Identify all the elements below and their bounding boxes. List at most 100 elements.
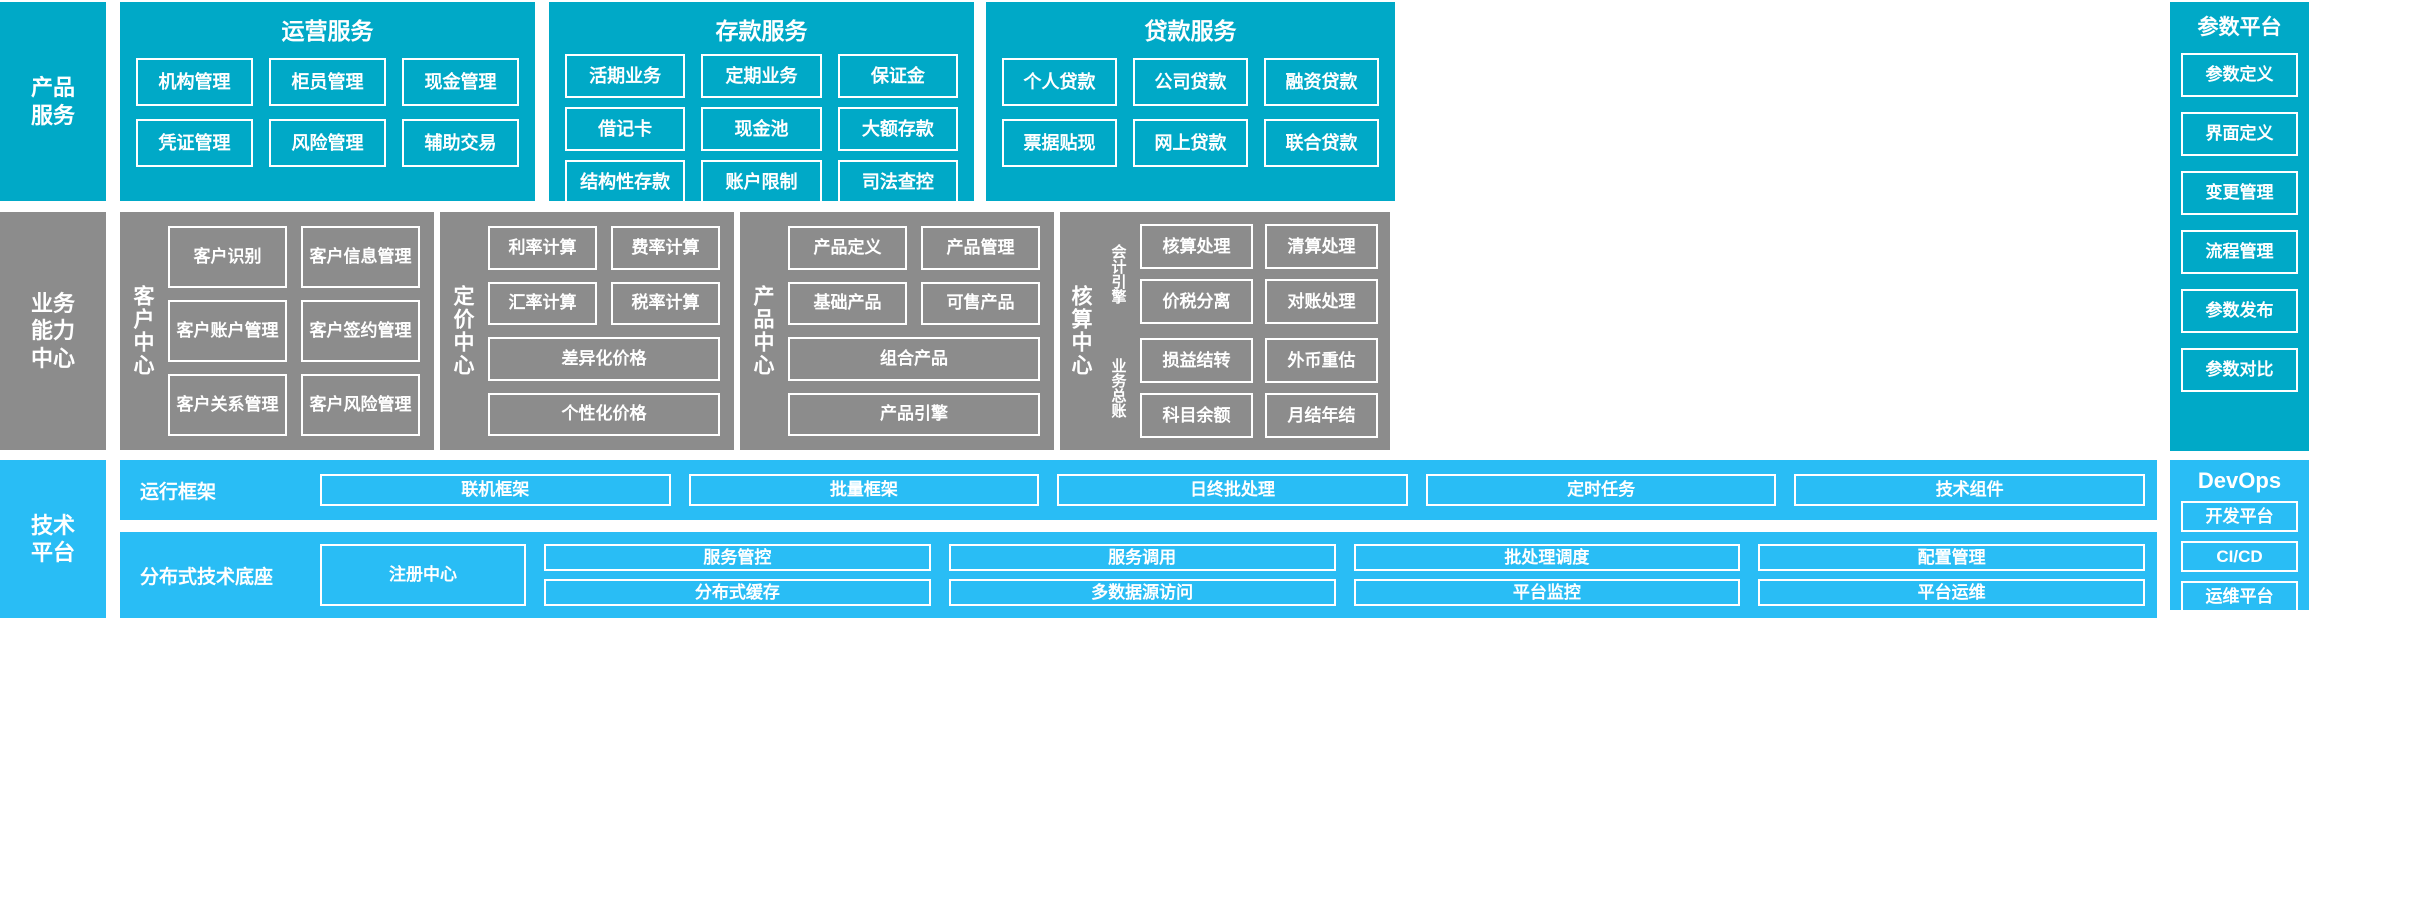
param-platform-items: 参数定义 界面定义 变更管理 流程管理 参数发布 参数对比	[2170, 41, 2309, 402]
group-loan-service: 贷款服务 个人贷款 公司贷款 融资贷款 票据贴现 网上贷款 联合贷款	[986, 2, 1395, 201]
center-product-label: 产品中心	[751, 285, 774, 377]
service-item[interactable]: 个人贷款	[1002, 58, 1117, 106]
param-platform-column: 参数平台 参数定义 界面定义 变更管理 流程管理 参数发布 参数对比	[2170, 2, 2309, 451]
center-product-items: 产品定义 产品管理 基础产品 可售产品 组合产品 产品引擎	[784, 212, 1054, 450]
group-deposit-service-title: 存款服务	[715, 18, 808, 44]
service-item[interactable]: 网上贷款	[1133, 119, 1248, 167]
tech-item[interactable]: 多数据源访问	[948, 579, 1336, 606]
tech-platform-side-label: 技术 平台	[0, 460, 106, 618]
param-item[interactable]: 流程管理	[2181, 230, 2298, 274]
tech-item[interactable]: 服务调用	[948, 544, 1336, 571]
service-item[interactable]: 机构管理	[136, 58, 253, 106]
center-item[interactable]: 产品定义	[788, 226, 907, 270]
center-item[interactable]: 组合产品	[788, 337, 1040, 381]
center-item[interactable]: 对账处理	[1265, 279, 1378, 324]
group-deposit-service: 存款服务 活期业务 定期业务 保证金 借记卡 现金池 大额存款 结构性存款 账户…	[549, 2, 974, 204]
param-platform-title: 参数平台	[2197, 16, 2282, 39]
accounting-engine-label: 会计引擎	[1109, 244, 1127, 304]
center-item[interactable]: 科目余额	[1140, 393, 1253, 438]
center-product: 产品中心 产品定义 产品管理 基础产品 可售产品 组合产品 产品引擎	[740, 212, 1054, 450]
devops-item[interactable]: 开发平台	[2181, 501, 2298, 532]
tech-item[interactable]: 服务管控	[544, 544, 931, 571]
group-operation-service: 运营服务 机构管理 柜员管理 现金管理 凭证管理 风险管理 辅助交易	[120, 2, 535, 201]
center-item[interactable]: 差异化价格	[488, 337, 720, 381]
center-item[interactable]: 个性化价格	[488, 392, 720, 436]
center-item[interactable]: 产品管理	[921, 226, 1040, 270]
tech-item[interactable]: 批处理调度	[1353, 544, 1741, 571]
group-loan-service-title: 贷款服务	[1144, 18, 1237, 44]
devops-item[interactable]: CI/CD	[2181, 541, 2298, 572]
tech-item[interactable]: 分布式缓存	[544, 579, 931, 606]
center-item[interactable]: 损益结转	[1140, 338, 1253, 383]
center-item[interactable]: 汇率计算	[488, 281, 597, 325]
service-item[interactable]: 公司贷款	[1133, 58, 1248, 106]
param-item[interactable]: 变更管理	[2181, 171, 2298, 215]
service-item[interactable]: 风险管理	[269, 119, 386, 167]
center-accounting-label: 核算中心	[1069, 285, 1092, 377]
center-item[interactable]: 月结年结	[1265, 393, 1378, 438]
service-item[interactable]: 结构性存款	[565, 160, 686, 204]
center-item[interactable]: 价税分离	[1140, 279, 1253, 324]
service-item[interactable]: 柜员管理	[269, 58, 386, 106]
devops-column: DevOps 开发平台 CI/CD 运维平台	[2170, 460, 2309, 612]
center-item[interactable]: 基础产品	[788, 281, 907, 325]
tech-item[interactable]: 平台监控	[1353, 579, 1741, 606]
center-item[interactable]: 利率计算	[488, 226, 597, 270]
accounting-subgroup-ledger: 业务总账 损益结转 外币重估 科目余额 月结年结	[1102, 338, 1378, 438]
center-item[interactable]: 客户识别	[168, 226, 287, 288]
service-item[interactable]: 票据贴现	[1002, 119, 1117, 167]
business-capability-side-label: 业务 能力 中心	[0, 212, 106, 450]
center-item[interactable]: 清算处理	[1265, 224, 1378, 269]
center-item[interactable]: 费率计算	[611, 226, 720, 270]
registry-center[interactable]: 注册中心	[320, 544, 526, 606]
tech-item[interactable]: 日终批处理	[1057, 474, 1408, 506]
service-item[interactable]: 辅助交易	[402, 119, 519, 167]
service-item[interactable]: 定期业务	[701, 54, 822, 98]
center-customer-label: 客户中心	[131, 285, 154, 377]
group-loan-service-items: 个人贷款 公司贷款 融资贷款 票据贴现 网上贷款 联合贷款	[986, 58, 1395, 167]
service-item[interactable]: 联合贷款	[1264, 119, 1379, 167]
center-item[interactable]: 客户风险管理	[301, 374, 420, 436]
service-item[interactable]: 现金池	[701, 107, 822, 151]
devops-item[interactable]: 运维平台	[2181, 581, 2298, 612]
service-item[interactable]: 大额存款	[837, 107, 958, 151]
tech-item[interactable]: 平台运维	[1758, 579, 2145, 606]
center-item[interactable]: 外币重估	[1265, 338, 1378, 383]
center-item[interactable]: 税率计算	[611, 281, 720, 325]
param-item[interactable]: 界面定义	[2181, 112, 2298, 156]
distributed-base-label: 分布式技术底座	[140, 566, 274, 588]
center-customer-items: 客户识别 客户信息管理 客户账户管理 客户签约管理 客户关系管理 客户风险管理	[164, 212, 434, 450]
tech-item[interactable]: 技术组件	[1794, 474, 2145, 506]
service-item[interactable]: 活期业务	[565, 54, 686, 98]
service-item[interactable]: 融资贷款	[1264, 58, 1379, 106]
tech-item[interactable]: 配置管理	[1758, 544, 2145, 571]
group-deposit-service-items: 活期业务 定期业务 保证金 借记卡 现金池 大额存款 结构性存款 账户限制 司法…	[549, 54, 974, 204]
center-item[interactable]: 客户账户管理	[168, 300, 287, 362]
center-item[interactable]: 可售产品	[921, 281, 1040, 325]
service-item[interactable]: 现金管理	[402, 58, 519, 106]
service-item[interactable]: 借记卡	[565, 107, 686, 151]
center-item[interactable]: 产品引擎	[788, 392, 1040, 436]
product-service-side-label: 产品 服务	[0, 2, 106, 201]
runtime-framework-items: 联机框架 批量框架 日终批处理 定时任务 技术组件	[320, 474, 2145, 506]
group-operation-service-items: 机构管理 柜员管理 现金管理 凭证管理 风险管理 辅助交易	[120, 58, 535, 167]
devops-title: DevOps	[2197, 468, 2282, 493]
center-item[interactable]: 客户签约管理	[301, 300, 420, 362]
center-item[interactable]: 客户关系管理	[168, 374, 287, 436]
service-item[interactable]: 司法查控	[837, 160, 958, 204]
service-item[interactable]: 凭证管理	[136, 119, 253, 167]
center-item[interactable]: 客户信息管理	[301, 226, 420, 288]
tech-item[interactable]: 联机框架	[320, 474, 671, 506]
service-item[interactable]: 账户限制	[701, 160, 822, 204]
distributed-base-band: 分布式技术底座 注册中心 服务管控 服务调用 批处理调度 配置管理 分布式缓存 …	[120, 532, 2157, 618]
param-item[interactable]: 参数定义	[2181, 53, 2298, 97]
param-item[interactable]: 参数对比	[2181, 348, 2298, 392]
param-item[interactable]: 参数发布	[2181, 289, 2298, 333]
tech-item[interactable]: 定时任务	[1425, 474, 1777, 506]
center-item[interactable]: 核算处理	[1140, 224, 1253, 269]
service-item[interactable]: 保证金	[837, 54, 958, 98]
tech-platform-row: 技术 平台 运行框架 联机框架 批量框架 日终批处理 定时任务 技术组件 分布式…	[0, 460, 2160, 919]
tech-item[interactable]: 批量框架	[688, 474, 1040, 506]
distributed-base-items: 服务管控 服务调用 批处理调度 配置管理 分布式缓存 多数据源访问 平台监控 平…	[544, 544, 2145, 606]
